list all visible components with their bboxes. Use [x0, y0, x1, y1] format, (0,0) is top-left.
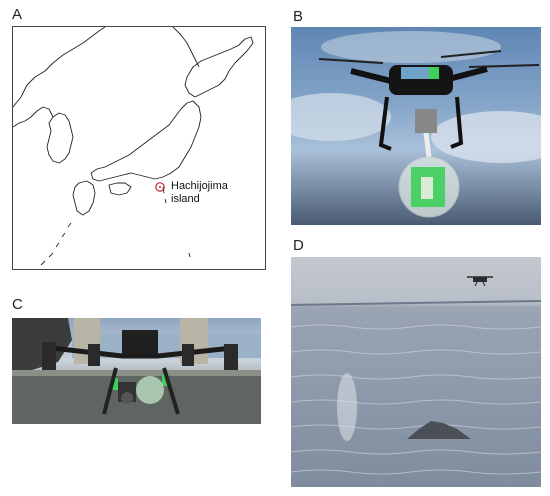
island-label: Hachijojima island	[171, 180, 228, 206]
japan-map	[13, 27, 254, 266]
panel-label-a: A	[12, 6, 23, 23]
island-label-line1: Hachijojima	[171, 180, 228, 192]
flying-drone-icon	[467, 276, 493, 287]
drone-photo	[291, 31, 541, 218]
drone-deck-photo	[12, 318, 261, 424]
whale-sea-photo-panel	[291, 257, 541, 487]
drone-photo-panel	[291, 27, 541, 225]
panel-label-c: C	[12, 296, 23, 313]
panel-label-d: D	[293, 237, 304, 254]
drone-deck-photo-panel	[12, 318, 261, 424]
island-label-line2: island	[171, 193, 200, 205]
location-marker-icon	[155, 182, 165, 192]
panel-label-b: B	[293, 8, 304, 25]
map-panel: Hachijojima island	[12, 26, 266, 270]
whale-sea-photo	[291, 276, 541, 475]
